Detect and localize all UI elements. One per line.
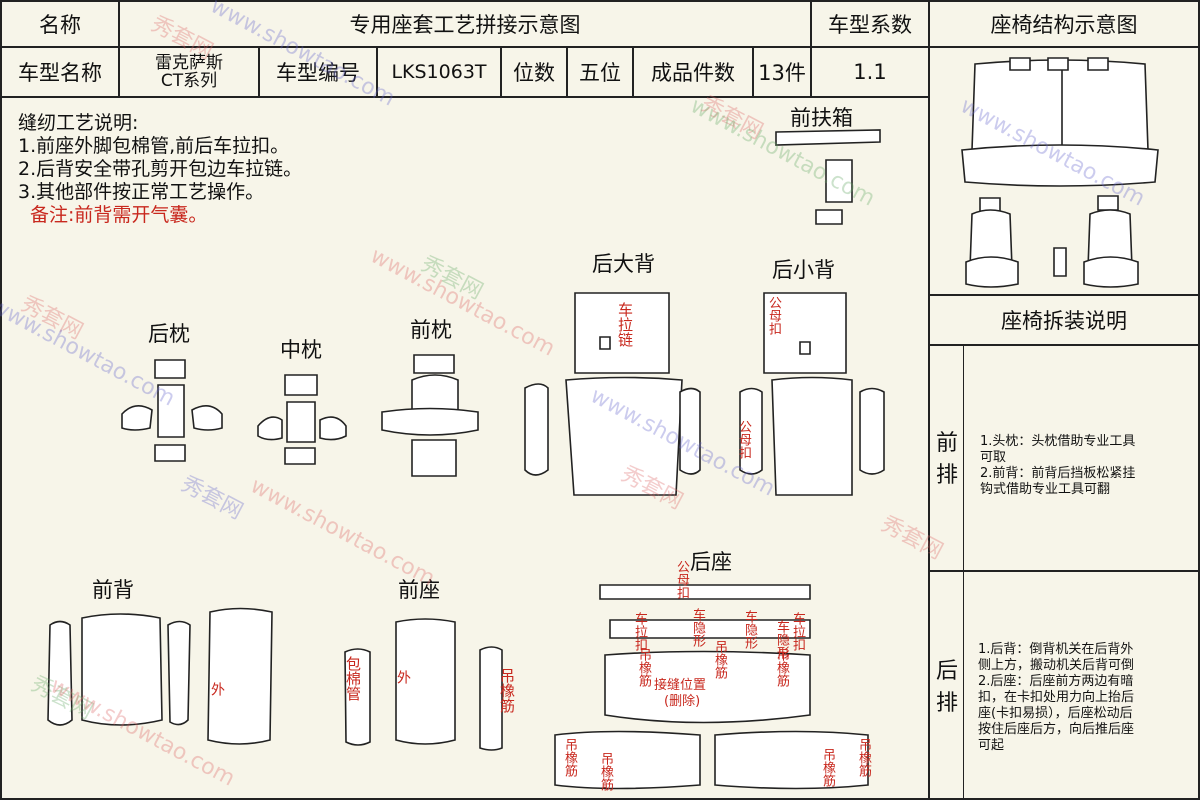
- anno-elastic-7: 吊橡筋: [820, 748, 835, 787]
- anno-hide-elastic-3: 车隐形: [774, 620, 789, 659]
- anno-snap: 公母扣: [766, 296, 781, 335]
- install-title: 座椅拆装说明: [928, 294, 1200, 346]
- mid-pillow-pieces: [257, 374, 347, 465]
- rear-small-back-pieces: [739, 292, 885, 496]
- rear-row-divider: [928, 570, 964, 800]
- rear-note-line: 扣，在卡扣处用力向上抬后: [978, 690, 1135, 705]
- label-mid-pillow: 中枕: [280, 338, 322, 362]
- anno-elastic-2: 吊橡筋: [636, 648, 651, 687]
- anno-pull-snap: 车拉扣: [632, 612, 647, 651]
- front-note-line: 1.头枕：头枕借助专业工具: [980, 434, 1136, 449]
- rear-pillow-pieces: [121, 359, 223, 462]
- label-front-seat: 前座: [398, 578, 440, 602]
- name-label: 名称: [0, 0, 120, 48]
- label-front-pillow: 前枕: [410, 318, 452, 342]
- rear-note-line: 侧上方，搬动机关后背可倒: [978, 658, 1135, 673]
- label-rear-pillow: 后枕: [148, 322, 190, 346]
- coef-label: 车型系数: [810, 0, 930, 48]
- model-name-line2: CT系列: [160, 71, 218, 91]
- anno-elastic-5: 吊橡筋: [562, 738, 577, 777]
- model-name-label: 车型名称: [0, 46, 120, 98]
- front-back-pieces: [47, 607, 273, 745]
- notes-remark: 备注:前背需开气囊。: [30, 204, 208, 226]
- anno-seam-deleted: (删除): [664, 694, 701, 709]
- anno-zipper: 车拉链: [616, 302, 634, 347]
- front-row-notes: 1.头枕：头枕借助专业工具 可取 2.前背：前背后挡板松紧挂 钩式借助专业工具可…: [980, 434, 1135, 498]
- seats-value: 五位: [566, 46, 634, 98]
- anno-pull-snap-2: 车拉扣: [790, 612, 805, 651]
- anno-snap-2: 公母扣: [736, 420, 751, 459]
- rear-row-notes: 1.后背：倒背机关在后背外 侧上方，搬动机关后背可倒 2.后座：后座前方两边有暗…: [978, 642, 1134, 754]
- anno-snap-top: 公母扣: [674, 560, 689, 599]
- front-note-line: 可取: [980, 450, 1007, 465]
- front-note-line: 钩式借助专业工具可翻: [980, 482, 1111, 497]
- rear-note-line: 座(卡扣易损），后座松动后: [978, 706, 1133, 721]
- anno-elastic-4: 吊橡筋: [774, 648, 789, 687]
- rear-note-line: 可起: [978, 738, 1005, 753]
- rear-big-back-pieces: [524, 292, 701, 496]
- model-code-label: 车型编号: [258, 46, 378, 98]
- notes-item: 1.前座外脚包棉管,前后车拉扣。: [18, 135, 290, 157]
- sewing-notes: 缝纫工艺说明: 1.前座外脚包棉管,前后车拉扣。 2.后背安全带孔剪开包边车拉链…: [18, 112, 302, 227]
- front-note-line: 2.前背：前背后挡板松紧挂: [980, 466, 1136, 481]
- front-seat-pieces: [344, 618, 503, 751]
- rear-note-line: 1.后背：倒背机关在后背外: [978, 642, 1134, 657]
- model-code-value: LKS1063T: [376, 46, 502, 98]
- model-name-line1: 雷克萨斯: [155, 53, 223, 73]
- anno-elastic-8: 吊橡筋: [856, 738, 871, 777]
- structure-label: 座椅结构示意图: [928, 0, 1200, 48]
- anno-elastic-3: 吊橡筋: [712, 640, 727, 679]
- pieces-label: 成品件数: [632, 46, 754, 98]
- label-rear-big-back: 后大背: [592, 252, 655, 276]
- notes-title: 缝纫工艺说明:: [18, 112, 139, 134]
- anno-hide-elastic-2: 车隐形: [742, 610, 757, 649]
- rear-seat-pieces: [554, 584, 869, 790]
- anno-hide-elastic: 车隐形: [690, 608, 705, 647]
- anno-elastic-6: 吊橡筋: [598, 752, 613, 791]
- anno-seam-position: 接缝位置: [654, 678, 707, 693]
- rear-note-line: 按住后座后方，向后推后座: [978, 722, 1135, 737]
- front-pillow-pieces: [381, 354, 479, 477]
- notes-item: 3.其他部件按正常工艺操作。: [18, 181, 265, 203]
- anno-cotton-pipe: 包棉管: [344, 656, 362, 701]
- anno-outer-2: 外: [395, 670, 411, 684]
- anno-elastic: 吊橡筋: [498, 668, 516, 713]
- model-name-value: 雷克萨斯 CT系列: [118, 46, 260, 98]
- rear-note-line: 2.后座：后座前方两边有暗: [978, 674, 1134, 689]
- anno-outer: 外: [209, 682, 225, 696]
- label-rear-small-back: 后小背: [772, 258, 835, 282]
- front-armrest-pieces: [775, 129, 881, 225]
- label-front-armrest: 前扶箱: [790, 106, 853, 130]
- label-rear-seat: 后座: [690, 550, 732, 574]
- notes-item: 2.后背安全带孔剪开包边车拉链。: [18, 158, 303, 180]
- label-front-back: 前背: [92, 578, 134, 602]
- seat-structure-sketch: [961, 57, 1159, 288]
- front-row-label: 前排: [935, 431, 958, 488]
- rear-row-label: 后排: [935, 659, 958, 716]
